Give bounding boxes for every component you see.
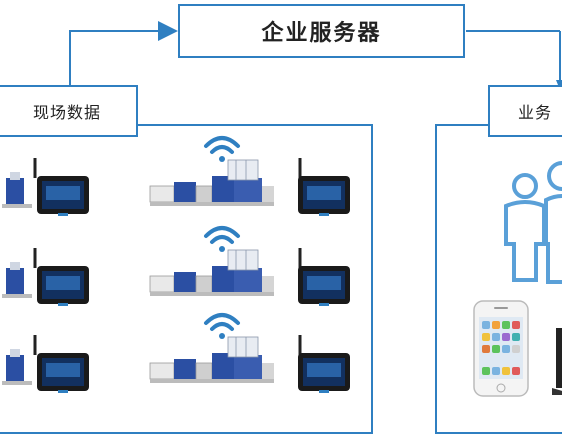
- injection-machine-icon: [149, 159, 274, 206]
- tablet-terminal-icon: [33, 158, 89, 216]
- injection-machine-icon: [2, 262, 32, 298]
- injection-machine-icon: [149, 336, 274, 383]
- person-icon: [504, 173, 546, 282]
- wifi-icon: [204, 313, 240, 339]
- tablet-terminal-icon: [298, 248, 350, 306]
- business-devices: [473, 161, 562, 397]
- injection-machine-icon: [2, 349, 32, 385]
- tablet-terminal-icon: [298, 158, 350, 216]
- person-icon: [544, 161, 562, 284]
- tablet-terminal-icon: [33, 335, 89, 393]
- field-to-server-arrow: [69, 21, 178, 86]
- field-devices: [2, 136, 350, 393]
- field-data-tab: 现场数据: [0, 85, 138, 137]
- tablet-terminal-icon: [33, 248, 89, 306]
- diagram-canvas: 企业服务器 现场数据 业务: [0, 4, 562, 434]
- tablet-terminal-icon: [298, 335, 350, 393]
- smartphone-icon: [473, 300, 529, 397]
- enterprise-server-box: 企业服务器: [178, 4, 465, 58]
- business-tab: 业务: [488, 85, 562, 137]
- business-label: 业务: [518, 103, 553, 122]
- laptop-icon: [552, 328, 562, 395]
- server-title: 企业服务器: [261, 21, 382, 46]
- injection-machine-icon: [149, 249, 274, 296]
- injection-machine-icon: [2, 172, 32, 208]
- wifi-icon: [204, 136, 240, 162]
- field-data-label: 现场数据: [32, 103, 101, 122]
- wifi-icon: [204, 226, 240, 252]
